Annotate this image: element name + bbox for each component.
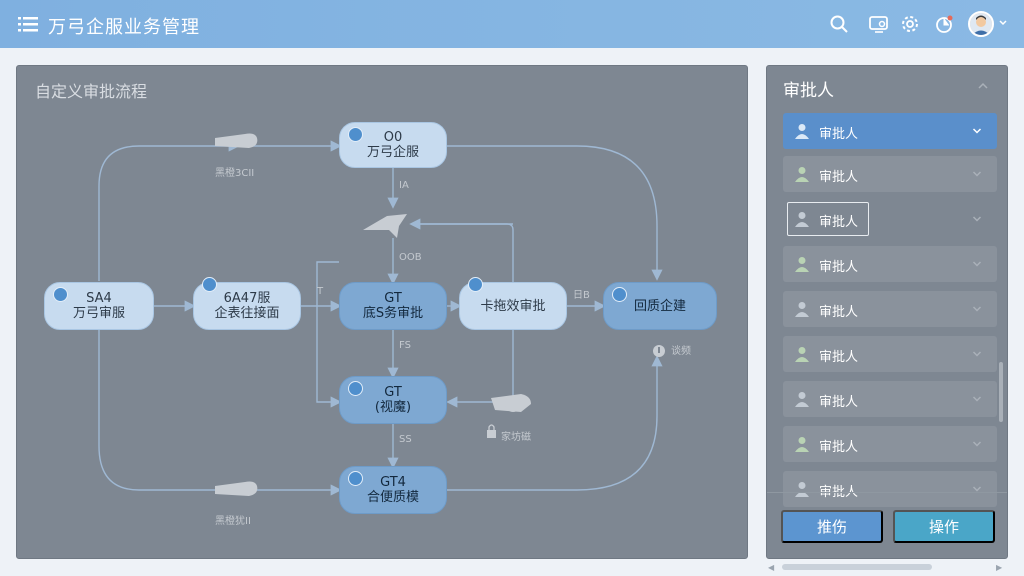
approver-label: 审批人 xyxy=(819,350,859,365)
node-badge-icon xyxy=(53,287,68,302)
approver-label: 审批人 xyxy=(819,395,859,410)
divider xyxy=(767,492,1007,493)
edge-label: IA xyxy=(399,180,409,191)
node-badge-icon xyxy=(348,381,363,396)
person-icon xyxy=(795,482,809,497)
chevron-down-icon[interactable] xyxy=(972,127,982,135)
approver-label: 审批人 xyxy=(819,127,859,142)
edge-label: SS xyxy=(399,434,412,445)
chevron-down-icon[interactable] xyxy=(998,18,1008,28)
node-badge-icon xyxy=(612,287,627,302)
flow-icon-group xyxy=(215,133,531,496)
flow-node-bottom[interactable]: GT4 合便质模 xyxy=(339,466,447,514)
chevron-down-icon[interactable] xyxy=(972,350,982,358)
flow-node-center[interactable]: GT 底S务审批 xyxy=(339,282,447,330)
chevron-down-icon[interactable] xyxy=(972,395,982,403)
person-icon xyxy=(795,437,809,452)
selection-outline xyxy=(787,202,869,236)
chevron-down-icon[interactable] xyxy=(972,215,982,223)
monitor-icon[interactable] xyxy=(869,14,889,34)
scrollbar[interactable] xyxy=(999,362,1003,422)
person-icon xyxy=(795,392,809,407)
flow-node-top[interactable]: O0 万弓企服 xyxy=(339,122,447,168)
notification-icon[interactable] xyxy=(934,14,954,34)
approver-item[interactable]: 审批人 xyxy=(783,291,997,327)
approver-label: 审批人 xyxy=(819,260,859,275)
approver-item[interactable]: 审批人 xyxy=(783,336,997,372)
icon-label: 家坊磁 xyxy=(501,432,531,443)
menu-icon[interactable] xyxy=(18,16,38,32)
node-badge-icon xyxy=(202,277,217,292)
panel-title: 审批人 xyxy=(783,81,834,101)
person-icon xyxy=(795,124,809,139)
scroll-right-icon[interactable]: ▶ xyxy=(996,563,1003,572)
node-badge-icon xyxy=(348,471,363,486)
node-badge-icon xyxy=(468,277,483,292)
lock-icon xyxy=(487,430,496,438)
approver-item[interactable]: 审批人 xyxy=(783,471,997,507)
person-icon xyxy=(795,302,809,317)
approver-item[interactable]: 审批人 xyxy=(783,113,997,149)
flow-node-right-mid[interactable]: 卡拖效审批 xyxy=(459,277,567,330)
flow-connectors xyxy=(98,133,665,496)
approver-label: 审批人 xyxy=(819,440,859,455)
person-icon xyxy=(795,257,809,272)
node-badge-icon xyxy=(348,127,363,142)
approver-item[interactable]: 审批人 xyxy=(783,246,997,282)
left-action-button[interactable]: 推伤 xyxy=(781,510,883,543)
chevron-up-icon[interactable] xyxy=(977,82,989,90)
app-title: 万弓企服业务管理 xyxy=(48,17,200,38)
approver-item[interactable]: 审批人 xyxy=(783,381,997,417)
flow-canvas[interactable]: 自定义审批流程 xyxy=(16,65,748,559)
chevron-down-icon[interactable] xyxy=(972,260,982,268)
scroll-left-icon[interactable]: ◀ xyxy=(768,563,775,572)
approver-label: 审批人 xyxy=(819,170,859,185)
flow-node-left[interactable]: SA4 万弓审服 xyxy=(44,282,154,330)
scroll-thumb[interactable] xyxy=(782,564,932,570)
chevron-down-icon[interactable] xyxy=(972,440,982,448)
approver-label: 审批人 xyxy=(819,215,859,230)
horizontal-scrollbar[interactable]: ◀ ▶ xyxy=(766,562,1008,572)
edge-label: T xyxy=(317,286,324,297)
approver-item[interactable]: 审批人 xyxy=(783,426,997,462)
approver-label: 审批人 xyxy=(819,485,859,500)
icon-label: 黑橙犹II xyxy=(215,516,251,527)
approver-item[interactable]: 审批人 xyxy=(783,156,997,192)
approver-item[interactable]: 审批人 xyxy=(783,201,997,237)
person-icon xyxy=(795,212,809,227)
person-icon xyxy=(795,347,809,362)
icon-label: 黑橙3CII xyxy=(215,168,255,179)
flow-node-left2[interactable]: 6A47服 企表往接面 xyxy=(193,277,301,330)
edge-label: 谈频 xyxy=(671,346,691,357)
chevron-down-icon[interactable] xyxy=(972,485,982,493)
edge-label: OOB xyxy=(399,252,422,263)
chevron-down-icon[interactable] xyxy=(972,305,982,313)
edge-label: 日B xyxy=(573,290,590,301)
settings-icon[interactable] xyxy=(900,14,920,34)
approver-label: 审批人 xyxy=(819,305,859,320)
app-header: 万弓企服业务管理 xyxy=(0,0,1024,48)
avatar[interactable] xyxy=(968,11,994,37)
search-icon[interactable] xyxy=(829,14,849,34)
chevron-down-icon[interactable] xyxy=(972,170,982,178)
canvas-title: 自定义审批流程 xyxy=(35,82,148,101)
operate-button[interactable]: 操作 xyxy=(893,510,995,543)
flow-node-right[interactable]: 回质企建 xyxy=(603,282,717,330)
flow-node-lower-mid[interactable]: GT (视魔) xyxy=(339,376,447,424)
person-icon xyxy=(795,167,809,182)
approver-panel: 审批人 审批人审批人审批人审批人审批人审批人审批人审批人审批人 推伤 操作 xyxy=(766,65,1008,559)
edge-label: FS xyxy=(399,340,411,351)
